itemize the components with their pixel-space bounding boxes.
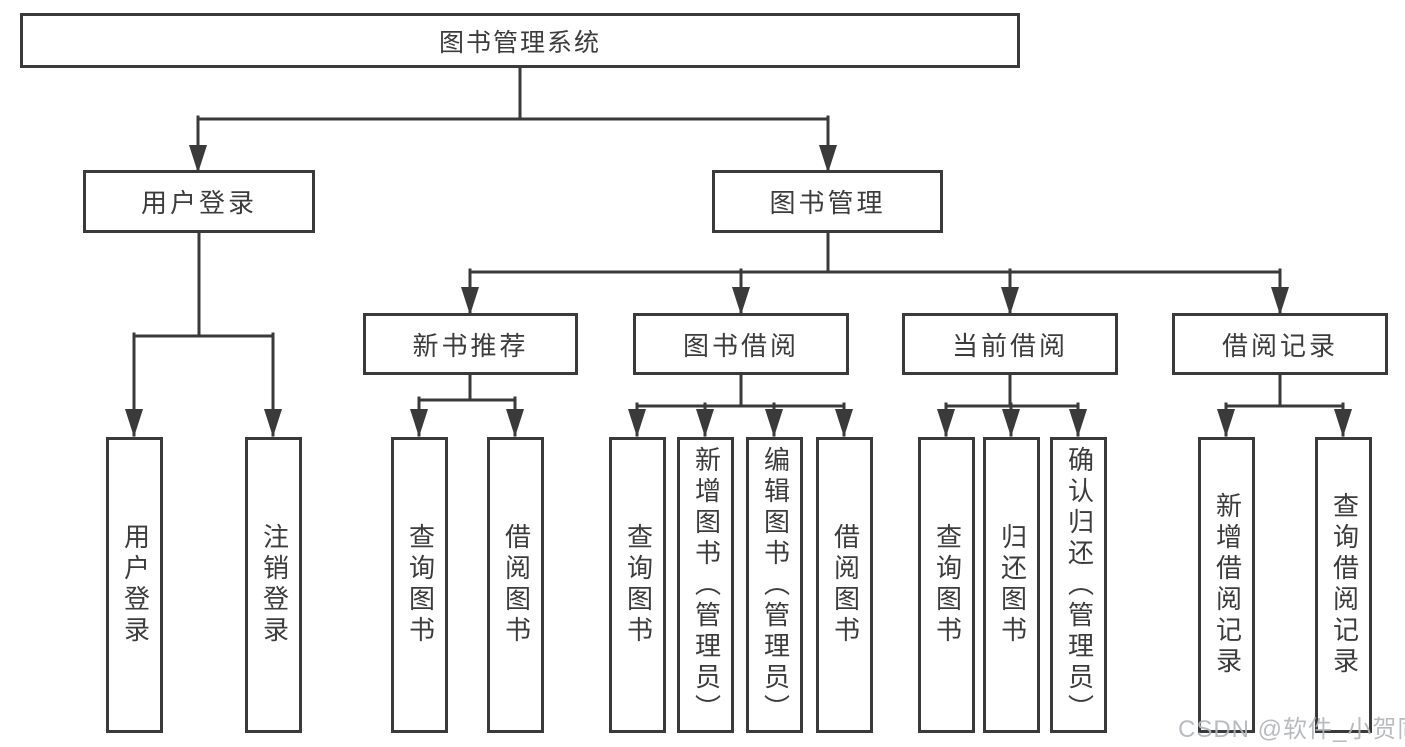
leaf-confirm-return-admin: 确认归还（管理员） [1050,437,1107,733]
node-label: 用户登录 [140,188,257,218]
node-label: 新书推荐 [412,330,529,361]
edge-book-management-rail [468,231,1282,274]
node-label: 编辑图书（管理员） [760,445,791,725]
edge-user-login-rail [132,231,275,338]
node-label: 查询图书 [623,523,654,647]
edge-borrowing-records-rail [1224,373,1345,408]
node-label: 图书借阅 [682,330,799,361]
node-label: 图书管理系统 [438,28,601,57]
node-label: 查询图书 [405,523,436,647]
leaf-query-books-current: 查询图书 [918,437,975,733]
node-label: 归还图书 [997,523,1028,647]
leaf-return-books: 归还图书 [983,437,1040,733]
node-label: 新增图书（管理员） [691,445,722,725]
node-label: 注销登录 [259,523,290,647]
csdn-watermark: CSDN @软件_小贺同学 [1178,716,1405,743]
leaf-edit-books-admin: 编辑图书（管理员） [746,437,803,733]
node-library-management-system: 图书管理系统 [20,13,1020,68]
leaf-query-borrow-record: 查询借阅记录 [1315,437,1372,733]
leaf-query-books-borrowing: 查询图书 [609,437,666,733]
node-label: 查询图书 [932,523,963,647]
node-label: 借阅图书 [830,523,861,647]
node-label: 新增借阅记录 [1212,492,1243,678]
edge-new-book-rail [417,373,517,402]
node-label: 查询借阅记录 [1329,492,1360,678]
leaf-query-books-recommend: 查询图书 [391,437,448,733]
node-label: 图书管理 [769,188,886,218]
node-new-book-recommend: 新书推荐 [363,313,578,375]
leaf-borrow-books-recommend: 借阅图书 [487,437,544,733]
edge-current-borrowing-rail [944,373,1080,408]
node-current-borrowing: 当前借阅 [902,313,1118,375]
leaf-add-borrow-record: 新增借阅记录 [1198,437,1255,733]
node-borrowing-records: 借阅记录 [1172,313,1388,375]
node-label: 借阅记录 [1221,330,1338,361]
node-book-borrowing: 图书借阅 [633,313,849,375]
edge-root-rail [196,66,830,121]
node-label: 借阅图书 [501,523,532,647]
leaf-add-books-admin: 新增图书（管理员） [677,437,734,733]
node-user-login: 用户登录 [83,170,315,233]
node-label: 确认归还（管理员） [1064,445,1095,725]
node-label: 用户登录 [120,523,151,647]
node-label: 当前借阅 [951,330,1068,361]
edge-book-borrowing-rail [635,373,846,408]
leaf-user-login: 用户登录 [106,437,163,733]
node-book-management: 图书管理 [712,170,943,233]
leaf-logout-login: 注销登录 [245,437,302,733]
leaf-borrow-books: 借阅图书 [816,437,873,733]
